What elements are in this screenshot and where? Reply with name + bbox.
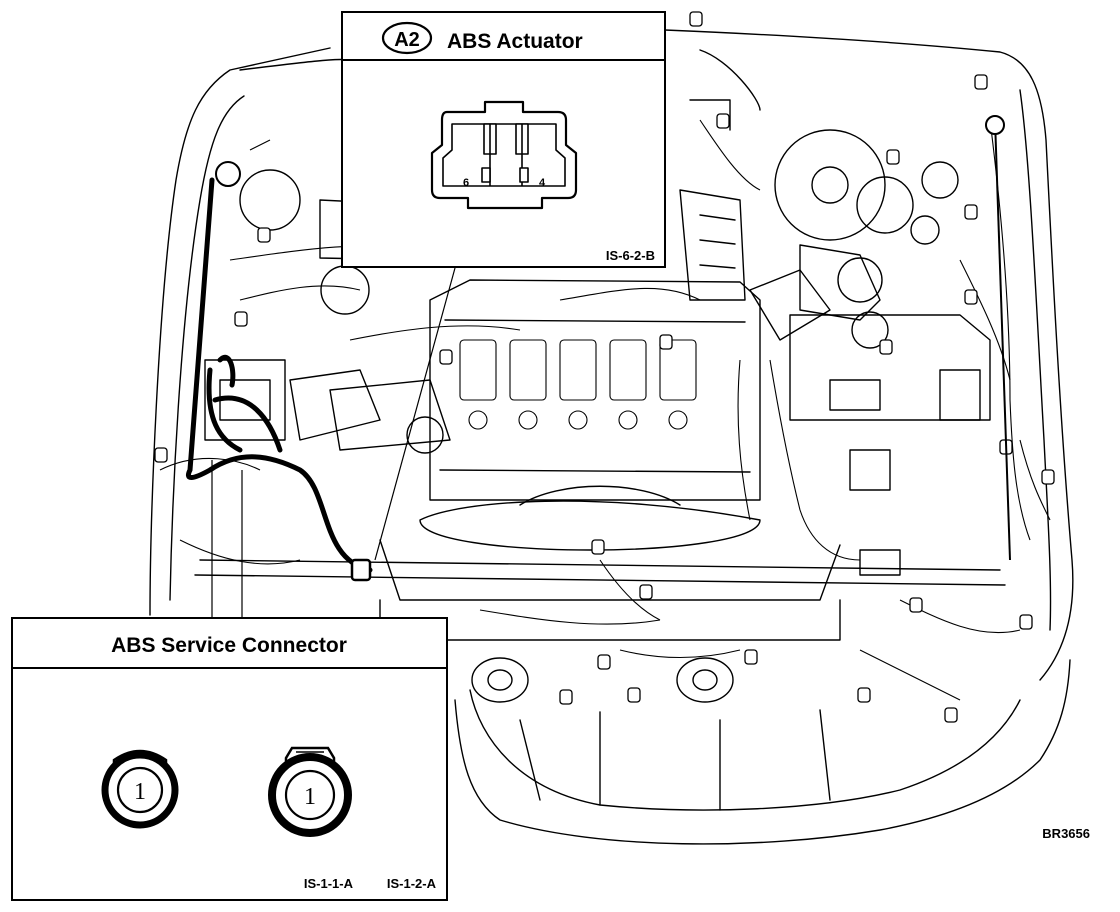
abs-harness-bold: [185, 177, 373, 573]
abs-actuator-callout: A2 ABS Actuator 6 4 IS-6-2-B: [341, 11, 666, 268]
service-connector-right-pin: 1: [304, 784, 316, 810]
figure-code: BR3656: [1042, 826, 1090, 841]
abs-actuator-title: ABS Actuator: [447, 30, 583, 53]
service-connector-left-pin: 1: [134, 779, 146, 805]
harness-connectors: [154, 11, 1055, 723]
abs-actuator-pin-4: 4: [539, 177, 546, 189]
service-connector-left: [101, 749, 179, 829]
abs-actuator-badge: A2: [394, 29, 420, 51]
abs-service-connector-title: ABS Service Connector: [111, 634, 347, 657]
abs-service-connector-location: [350, 558, 372, 582]
abs-actuator-code: IS-6-2-B: [606, 248, 655, 263]
service-connector-right: [268, 746, 352, 837]
abs-actuator-badge-outline: [381, 21, 433, 55]
hood-strut: [985, 115, 1011, 561]
service-connector-code-left: IS-1-1-A: [304, 876, 354, 891]
abs-service-connector-callout: ABS Service Connector 1 1 IS-1-1-A IS-1-…: [11, 617, 448, 901]
abs-actuator-connector: [430, 100, 578, 210]
abs-actuator-pin-6: 6: [463, 177, 469, 189]
engine-bay-illustration: [149, 29, 1074, 845]
abs-service-connector-box: [11, 617, 448, 901]
leader-lines: [211, 267, 456, 618]
hood-grommet: [215, 161, 241, 187]
service-connector-code-right: IS-1-2-A: [387, 876, 437, 891]
